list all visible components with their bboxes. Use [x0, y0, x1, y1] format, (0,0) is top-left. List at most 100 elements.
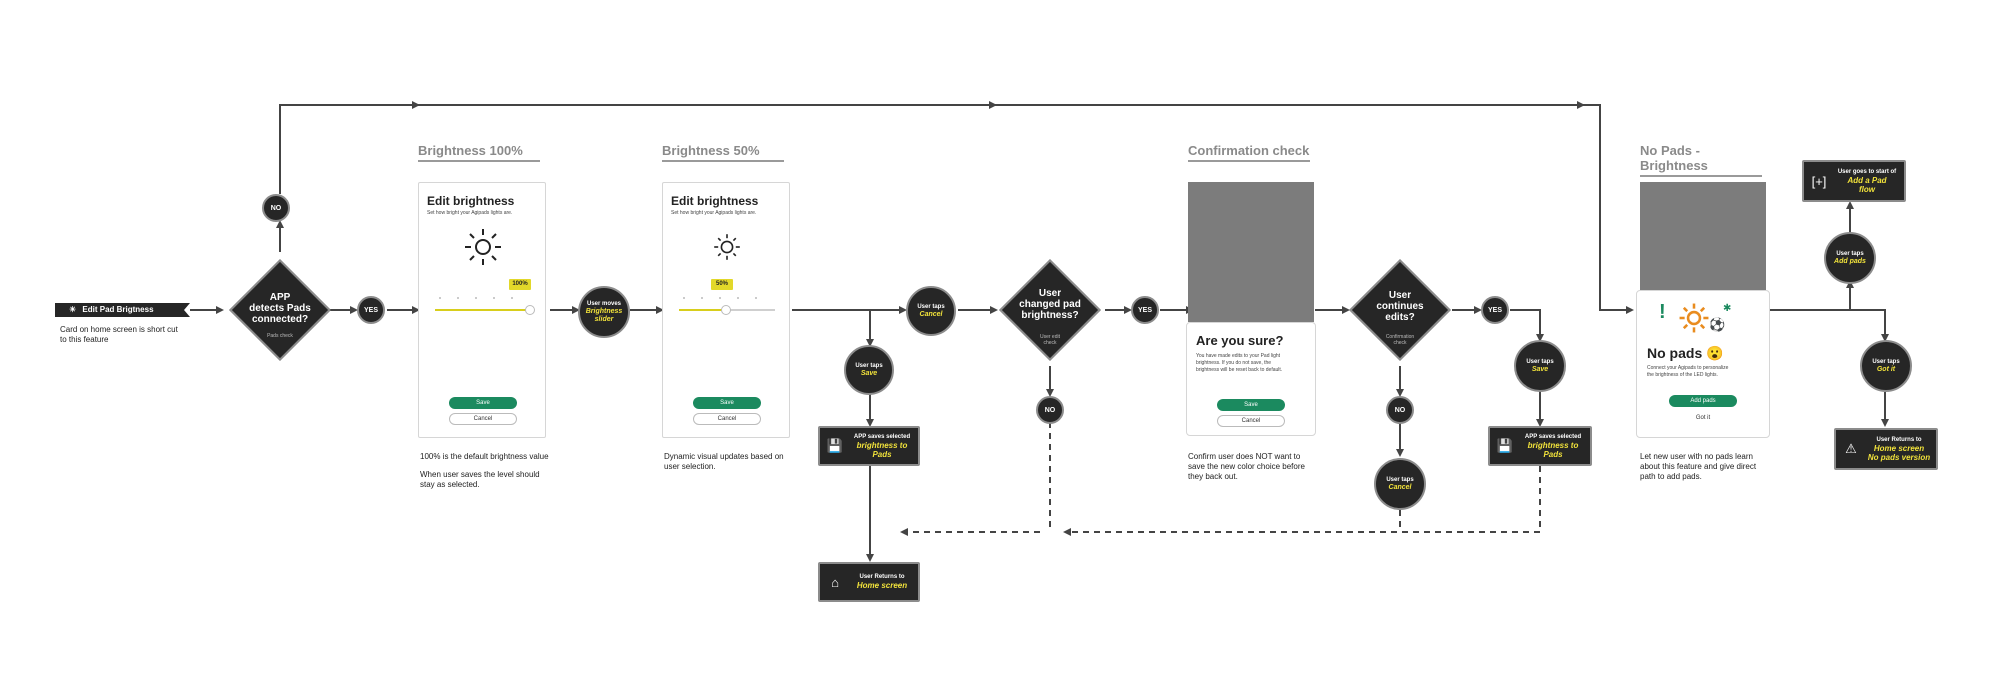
screen-brightness-50: Edit brightness Set how bright your Agip… [662, 182, 790, 438]
action-line: User taps [1836, 250, 1864, 257]
action-line: brightness to [856, 440, 908, 450]
screen-100-notes: 100% is the default brightness value Whe… [420, 452, 549, 490]
dialog-body: You have made edits to your Pad light br… [1196, 353, 1282, 374]
action-line: User taps [855, 362, 883, 369]
add-box-icon: [+] [1811, 173, 1827, 189]
action-line: Brightness [585, 307, 623, 315]
decision-line: User [1388, 290, 1412, 301]
action-line: User taps [917, 303, 945, 310]
decision-sub-line: check [1043, 340, 1057, 346]
decision-line: brightness? [1021, 310, 1079, 321]
note-line: Card on home screen is short cut [60, 325, 178, 334]
action-line: Home screen [1873, 443, 1925, 453]
no-badge: NO [1036, 396, 1064, 424]
decision-sub-line: check [1393, 340, 1407, 346]
yes-badge: YES [1131, 296, 1159, 324]
no-pads-body: Connect your Agipads to personalize the … [1647, 365, 1728, 379]
action-line: Pads [1543, 449, 1563, 459]
screen-brightness-100: Edit brightness Set how bright your Agip… [418, 182, 546, 438]
decision-continues-edits-text: User continues edits? [1352, 290, 1448, 323]
action-user-taps-save: User taps Save [844, 345, 894, 395]
action-user-taps-save: User taps Save [1514, 340, 1566, 392]
save-button[interactable]: Save [693, 397, 761, 409]
action-user-moves-slider: User moves Brightness slider [578, 286, 630, 338]
start-node: ☀ Edit Pad Brigtness [55, 303, 190, 317]
dialog-body-line: brightness will be reset back to default… [1196, 367, 1283, 373]
note-line: they back out. [1188, 472, 1238, 481]
brightness-slider-fill [679, 309, 727, 311]
note-line: Confirm user does NOT want to [1188, 452, 1301, 461]
brightness-icon: ☀ [69, 305, 77, 314]
action-line: Cancel [919, 310, 943, 318]
decision-sub: Confirmation check [1370, 334, 1430, 346]
decision-sub: User edit check [1020, 334, 1080, 346]
section-title-brightness-100: Brightness 100% [418, 143, 540, 162]
note-line: When user saves the level should [420, 470, 540, 479]
action-line: User taps [1386, 476, 1414, 483]
decision-changed-brightness-text: User changed pad brightness? [1002, 288, 1098, 321]
no-pads-notes: Let new user with no pads learn about th… [1640, 452, 1756, 482]
action-line: flow [1859, 184, 1875, 194]
note-line: to this feature [60, 335, 109, 344]
decision-line: APP [269, 292, 291, 303]
yes-badge: YES [357, 296, 385, 324]
action-line: Cancel [1388, 483, 1412, 491]
dialog-body-line: You have made edits to your Pad light [1196, 353, 1281, 359]
action-line: APP saves selected [1524, 433, 1582, 440]
decision-sub-line: Confirmation [1385, 334, 1415, 340]
note-line: Let new user with no pads learn [1640, 452, 1753, 461]
no-pads-title: No pads 😮 [1647, 345, 1724, 361]
note-line: save the new color choice before [1188, 462, 1305, 471]
save-button[interactable]: Save [1217, 399, 1285, 411]
screen-subtitle: Set how bright your Agipads lights are. [671, 210, 757, 216]
decision-sub: Pads check [267, 333, 293, 339]
sun-icon [1679, 303, 1709, 333]
brightness-slider-knob[interactable] [525, 305, 535, 315]
save-button[interactable]: Save [449, 397, 517, 409]
brightness-level-label: 50% [711, 279, 733, 290]
dialog-body-line: brightness. If you do not save, the [1196, 360, 1272, 366]
cancel-button[interactable]: Cancel [1217, 415, 1285, 427]
screen-subtitle: Set how bright your Agipads lights are. [427, 210, 513, 216]
connector [1770, 280, 1854, 311]
dialog-title: Are you sure? [1196, 333, 1284, 348]
no-badge: NO [262, 194, 290, 222]
connector [1510, 309, 1544, 342]
note-line: about this feature and give direct [1640, 462, 1757, 471]
action-user-taps-cancel: User taps Cancel [1374, 458, 1426, 510]
action-line: brightness to [1527, 440, 1579, 450]
cancel-button[interactable]: Cancel [693, 413, 761, 425]
got-it-button[interactable]: Got it [1695, 415, 1711, 421]
decision-line: changed pad [1019, 299, 1081, 310]
action-return-home-no-pads: ⚠ User Returns to Home screen No pads ve… [1834, 428, 1938, 470]
note-line: Dynamic visual updates based on [664, 452, 784, 461]
action-return-home: ⌂ User Returns to Home screen [818, 562, 920, 602]
no-badge: NO [1386, 396, 1414, 424]
action-line: Home screen [856, 581, 908, 590]
decision-pads-connected-text: APP detects Pads connected? [232, 292, 328, 325]
sun-icon [465, 229, 501, 265]
action-line: slider [594, 315, 614, 323]
add-pads-button[interactable]: Add pads [1669, 395, 1737, 407]
brightness-slider-knob[interactable] [721, 305, 731, 315]
action-user-taps-cancel: User taps Cancel [906, 286, 956, 336]
connector [792, 309, 874, 347]
note-line: 100% is the default brightness value [420, 452, 549, 461]
note-line: path to add pads. [1640, 472, 1702, 481]
brightness-level-label: 100% [509, 279, 531, 290]
action-line: User taps [1872, 358, 1900, 365]
section-title-brightness-50: Brightness 50% [662, 143, 784, 162]
screen-50-notes: Dynamic visual updates based on user sel… [664, 452, 784, 472]
cancel-button[interactable]: Cancel [449, 413, 517, 425]
action-app-saves-brightness: 💾 APP saves selected brightness to Pads [1488, 426, 1592, 466]
action-line: No pads version [1867, 452, 1931, 462]
note-line: stay as selected. [420, 480, 480, 489]
action-line: Add a Pad [1847, 175, 1887, 185]
connector [1850, 309, 1889, 342]
screen-title: Edit brightness [427, 194, 515, 208]
action-app-saves-brightness: 💾 APP saves selected brightness to Pads [818, 426, 920, 466]
action-line: User Returns to [1876, 436, 1922, 443]
exclamation-icon: ! [1659, 301, 1666, 323]
no-pads-screen-backdrop [1640, 182, 1766, 292]
